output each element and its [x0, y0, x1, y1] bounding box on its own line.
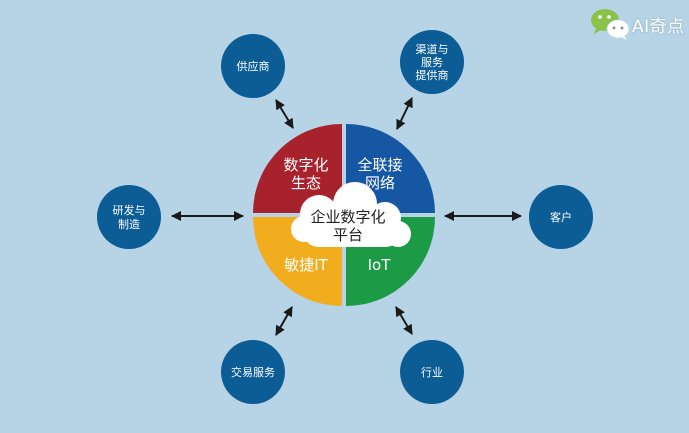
node-rnd [97, 185, 161, 249]
cloud-label-2: 平台 [333, 226, 363, 244]
arrow-channel [396, 97, 413, 130]
node-channel [400, 30, 464, 94]
node-supplier-label: 供应商 [237, 59, 270, 73]
quadrant-bottom-left-label: 敏捷IT [284, 256, 328, 274]
node-customer [529, 185, 593, 249]
quadrant-top-left-label-1: 数字化 [283, 156, 328, 174]
node-supplier [221, 34, 285, 98]
node-rnd-label-2: 制造 [118, 217, 140, 231]
quadrant-top-left [253, 124, 342, 213]
arrow-trade [275, 306, 293, 336]
node-rnd-label-1: 研发与 [113, 203, 146, 217]
node-channel-label-2: 服务 [421, 56, 443, 69]
watermark-text: AI奇点 [632, 17, 685, 37]
node-industry-label: 行业 [421, 366, 443, 379]
quadrant-bottom-right-label: IoT [368, 256, 392, 274]
arrow-supplier [275, 99, 294, 129]
watermark: AI奇点 [590, 6, 686, 42]
node-customer-label: 客户 [550, 210, 572, 224]
quadrant-top-left-label-2: 生态 [291, 174, 321, 192]
platform-cloud [291, 182, 411, 247]
node-industry [400, 340, 464, 404]
wechat-logo-icon [591, 9, 630, 40]
node-channel-label-3: 提供商 [416, 68, 449, 82]
quadrant-top-right-label-1: 全联接 [357, 156, 402, 174]
node-channel-label-1: 渠道与 [416, 42, 449, 56]
quadrant-top-right-label-2: 网络 [365, 174, 395, 192]
node-trade-label: 交易服务 [231, 365, 275, 379]
arrow-industry [395, 306, 413, 335]
node-trade [221, 340, 285, 404]
cloud-label-1: 企业数字化 [310, 208, 385, 226]
